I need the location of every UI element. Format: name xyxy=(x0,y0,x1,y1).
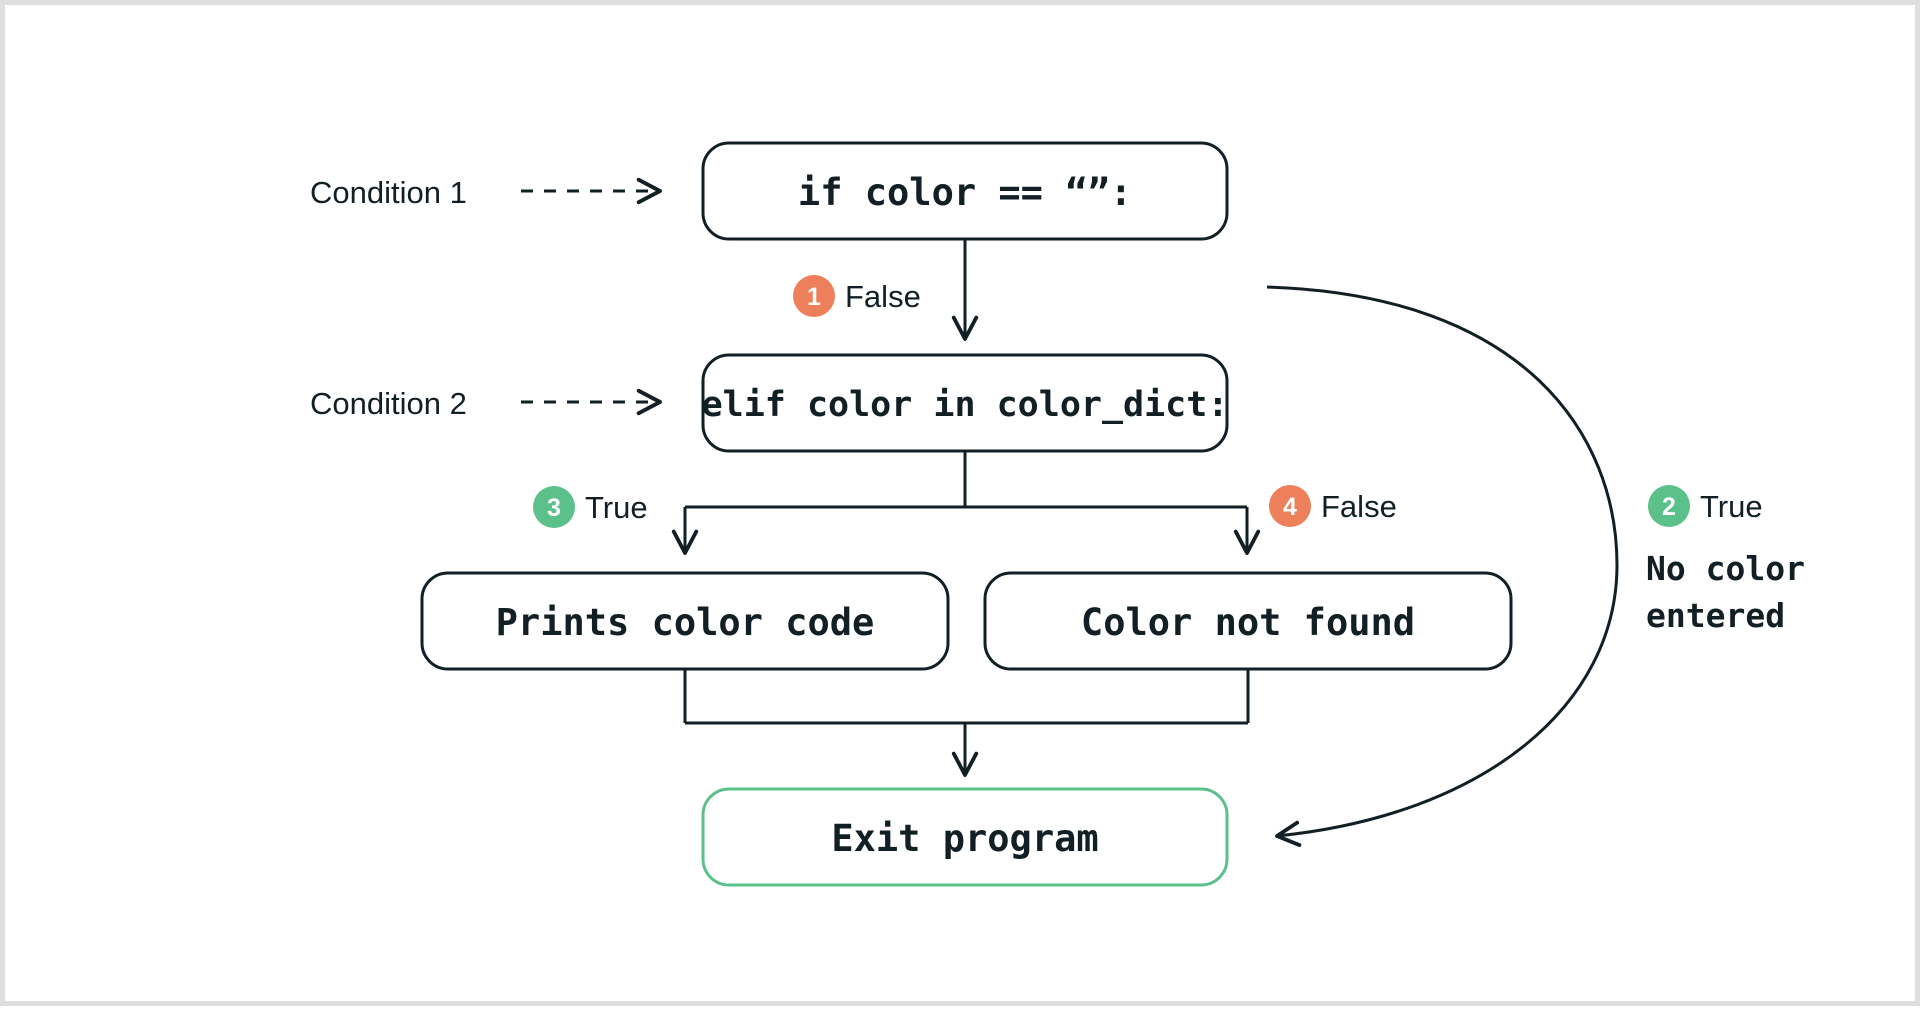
branch-2-number: 2 xyxy=(1662,493,1676,521)
note-no-color-entered-line2: entered xyxy=(1646,596,1785,635)
node-color-not-found[interactable]: Color not found xyxy=(983,571,1513,671)
node-color-not-found-label: Color not found xyxy=(1081,601,1415,644)
branch-4-badge xyxy=(1269,485,1311,527)
note-no-color-entered-line1: No color xyxy=(1646,549,1805,588)
flowchart-svg: Condition 1 Condition 2 if color == “”: … xyxy=(310,141,1805,887)
node-if-color-empty[interactable]: if color == “”: xyxy=(701,141,1229,241)
node-if-color-empty-label: if color == “”: xyxy=(798,171,1132,214)
branch-3-label: True xyxy=(585,490,648,525)
node-exit-program-label: Exit program xyxy=(831,817,1098,860)
branch-4-number: 4 xyxy=(1283,493,1297,521)
branch-3-number: 3 xyxy=(547,494,561,522)
node-prints-color-code-label: Prints color code xyxy=(496,601,875,644)
branch-2-label: True xyxy=(1700,489,1763,524)
node-exit-program-shape[interactable] xyxy=(701,787,1229,887)
edge-elif-split xyxy=(671,451,1261,555)
node-elif-color-in-dict-label: elif color in color_dict: xyxy=(702,385,1229,425)
note-no-color-entered: No color entered xyxy=(1646,549,1805,635)
branch-4-marker: 4 False xyxy=(1269,485,1397,527)
branch-1-label: False xyxy=(845,279,921,314)
branch-3-marker: 3 True xyxy=(533,486,648,528)
branch-2-marker: 2 True xyxy=(1648,485,1763,527)
edge-merge-to-exit xyxy=(683,669,1250,777)
node-elif-color-in-dict[interactable]: elif color in color_dict: xyxy=(701,353,1229,453)
node-prints-color-code[interactable]: Prints color code xyxy=(420,571,950,671)
branch-3-badge xyxy=(533,486,575,528)
edge-true-to-exit-curve xyxy=(1266,285,1619,847)
branch-4-label: False xyxy=(1321,489,1397,524)
condition-1-label: Condition 1 xyxy=(310,175,467,210)
branch-1-marker: 1 False xyxy=(793,275,921,317)
condition-2-label: Condition 2 xyxy=(310,386,467,421)
branch-2-badge xyxy=(1648,485,1690,527)
branch-1-number: 1 xyxy=(807,283,821,311)
branch-1-badge xyxy=(793,275,835,317)
node-exit-program[interactable]: Exit program xyxy=(701,787,1229,887)
